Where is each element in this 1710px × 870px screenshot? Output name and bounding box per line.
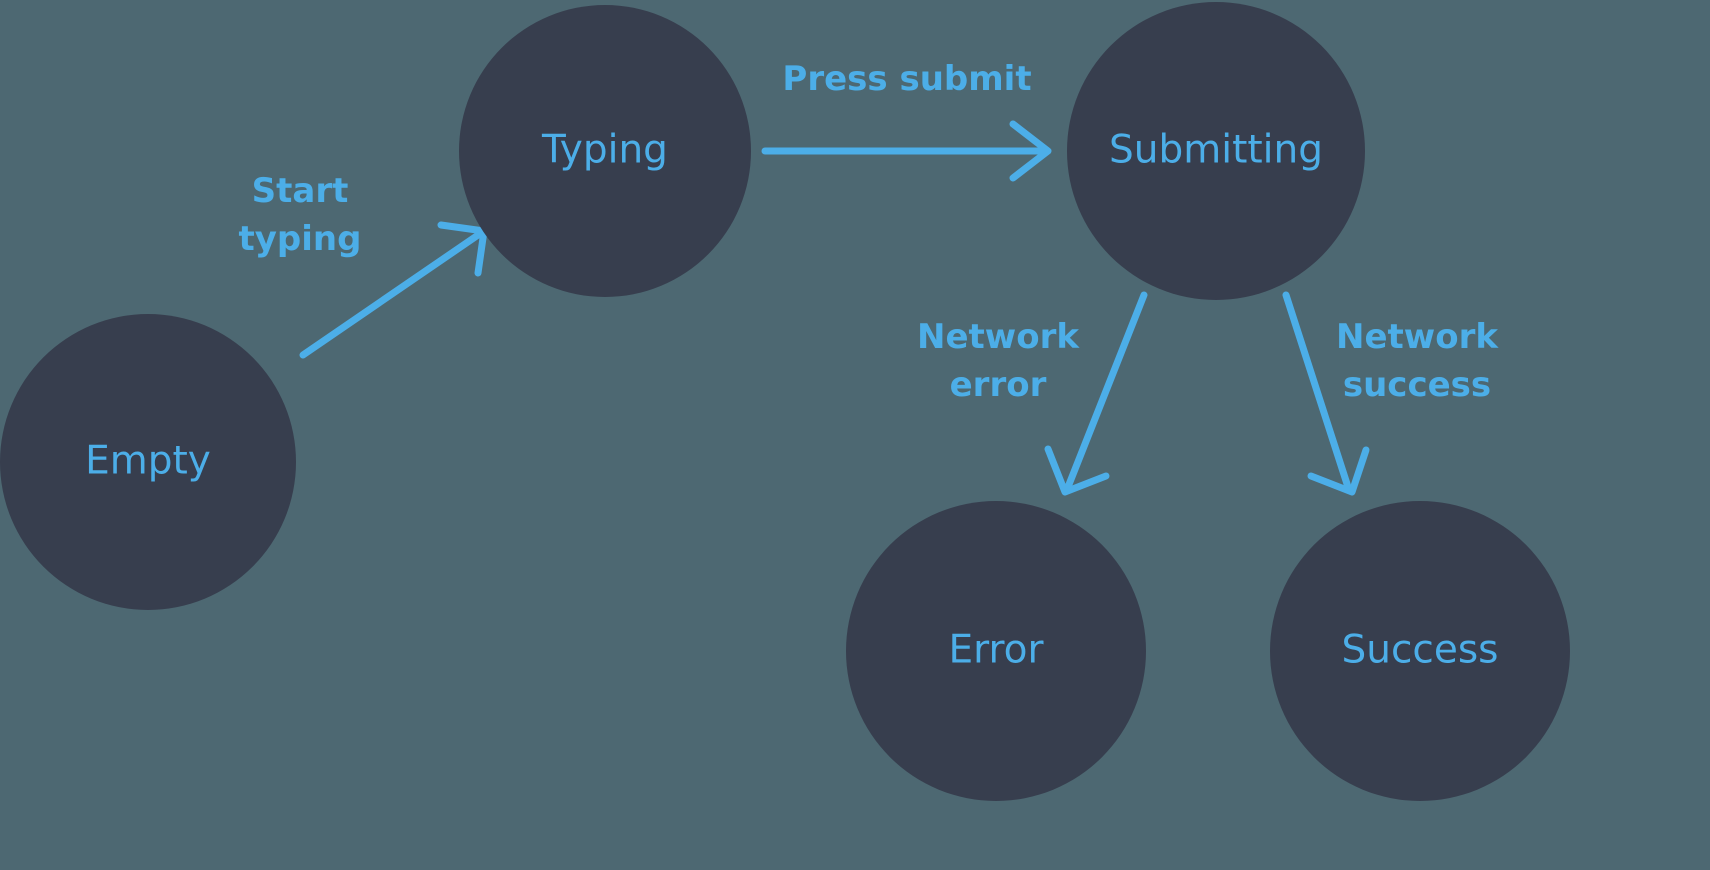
state-node-empty[interactable]: Empty [0,314,296,610]
transition-network-success[interactable] [1282,291,1370,496]
state-node-label-typing: Typing [541,128,668,173]
transition-press-submit[interactable] [761,120,1052,182]
state-node-error[interactable]: Error [846,501,1146,801]
transition-label-line: Start [252,171,349,211]
state-node-circle-error [846,501,1146,801]
transition-label-line: Network [1336,317,1499,357]
transitions-layer [299,120,1370,496]
transition-label-press-submit: Press submit [782,59,1031,99]
arrowhead-icon-network-error [1044,445,1110,496]
state-node-circle-submitting [1067,2,1365,300]
transition-label-line: Network [917,317,1080,357]
transition-label-network-error: Network error [917,317,1080,405]
transition-label-line: success [1343,365,1491,405]
arrowhead-icon-press-submit [1009,120,1052,182]
transition-label-line: typing [239,219,362,259]
state-node-label-submitting: Submitting [1109,128,1323,173]
state-node-circle-typing [459,5,751,297]
state-node-success[interactable]: Success [1270,501,1570,801]
transition-line-network-success [1282,291,1352,491]
state-node-typing[interactable]: Typing [459,5,751,297]
transition-label-network-success: Network success [1336,317,1499,405]
state-node-label-success: Success [1342,628,1499,673]
transition-label-start-typing: Start typing [239,171,362,259]
state-node-submitting[interactable]: Submitting [1067,2,1365,300]
state-node-label-error: Error [948,628,1044,673]
transition-label-line: Press submit [782,59,1031,99]
state-node-circle-success [1270,501,1570,801]
transition-line-network-error [1064,291,1148,491]
arrowhead-icon-network-success [1307,446,1370,496]
state-node-label-empty: Empty [85,439,211,484]
state-node-circle-empty [0,314,296,610]
transition-network-error[interactable] [1044,291,1148,496]
transition-label-line: error [950,365,1047,405]
transition-line-start-typing [299,229,485,359]
